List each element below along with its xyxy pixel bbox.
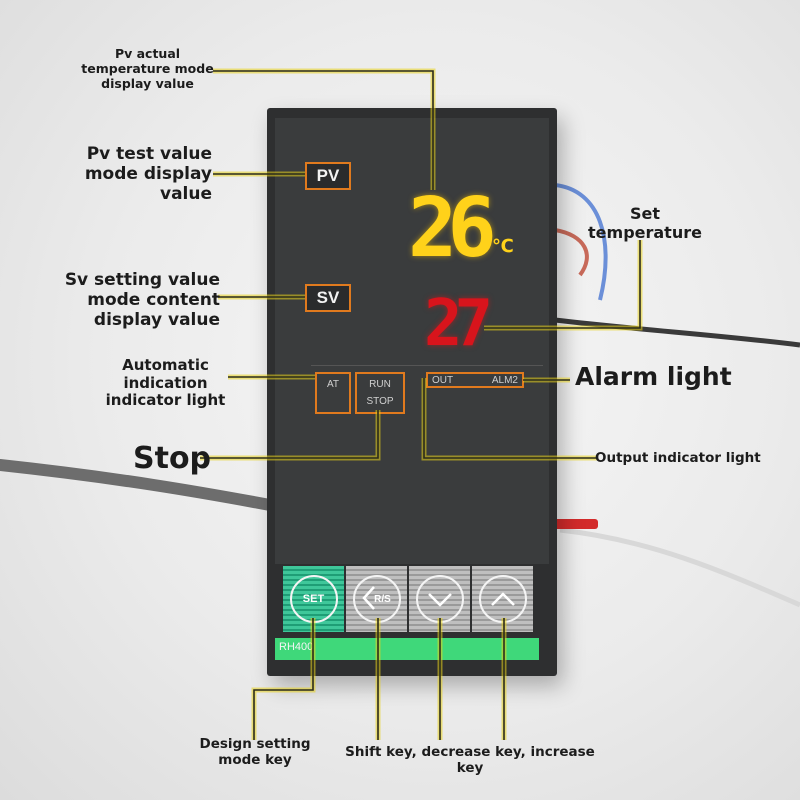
shift-key-label: R/S <box>374 593 391 605</box>
label-pv-test: Pv test value mode display value <box>84 144 212 205</box>
stop-indicator-label: STOP <box>366 396 394 407</box>
chevron-down-icon <box>427 593 452 607</box>
callout-core-layer <box>200 70 641 740</box>
callout-set-temperature <box>484 240 641 329</box>
grey-cable <box>0 459 276 511</box>
label-alarm-light: Alarm light <box>575 362 732 391</box>
label-design-key: Design setting mode key <box>199 736 311 768</box>
callout-design-key <box>253 618 314 740</box>
chevron-left-icon <box>361 586 375 610</box>
sv-tag: SV <box>305 284 351 312</box>
pv-display-value: 26 <box>408 181 497 276</box>
label-keys-caption: Shift key, decrease key, increase key <box>345 744 595 776</box>
red-wire <box>554 228 589 277</box>
callout-pv-actual <box>213 70 434 190</box>
model-strip <box>275 638 539 660</box>
face-divider <box>311 365 543 366</box>
pv-unit: ℃ <box>492 236 514 257</box>
label-output-indicator: Output indicator light <box>595 450 761 466</box>
callout-output <box>423 378 598 459</box>
label-set-temperature: Set temperature <box>588 204 702 242</box>
blue-wire <box>554 183 608 301</box>
model-label: RH400 <box>279 641 314 653</box>
at-indicator-label: AT <box>326 378 340 390</box>
callout-glow-layer <box>200 68 643 740</box>
red-terminal <box>552 519 598 529</box>
label-automatic-indication: Automatic indication indicator light <box>105 356 226 410</box>
callout-stop <box>200 410 379 459</box>
set-key-label: SET <box>302 593 325 605</box>
label-sv-setting: Sv setting value mode content display va… <box>64 270 220 331</box>
out-indicator-label: OUT <box>432 374 454 386</box>
pv-tag: PV <box>305 162 351 190</box>
controller-face <box>275 118 549 564</box>
label-pv-actual: Pv actual temperature mode display value <box>81 46 214 91</box>
label-stop: Stop <box>133 441 212 476</box>
sv-display-value: 27 <box>424 287 493 361</box>
chevron-up-icon <box>490 592 515 606</box>
run-indicator-label: RUN <box>369 379 391 390</box>
at-indicator: AT <box>315 372 351 414</box>
alm2-indicator-label: ALM2 <box>491 374 518 386</box>
black-wire <box>554 317 800 348</box>
probe-wire <box>559 527 800 608</box>
